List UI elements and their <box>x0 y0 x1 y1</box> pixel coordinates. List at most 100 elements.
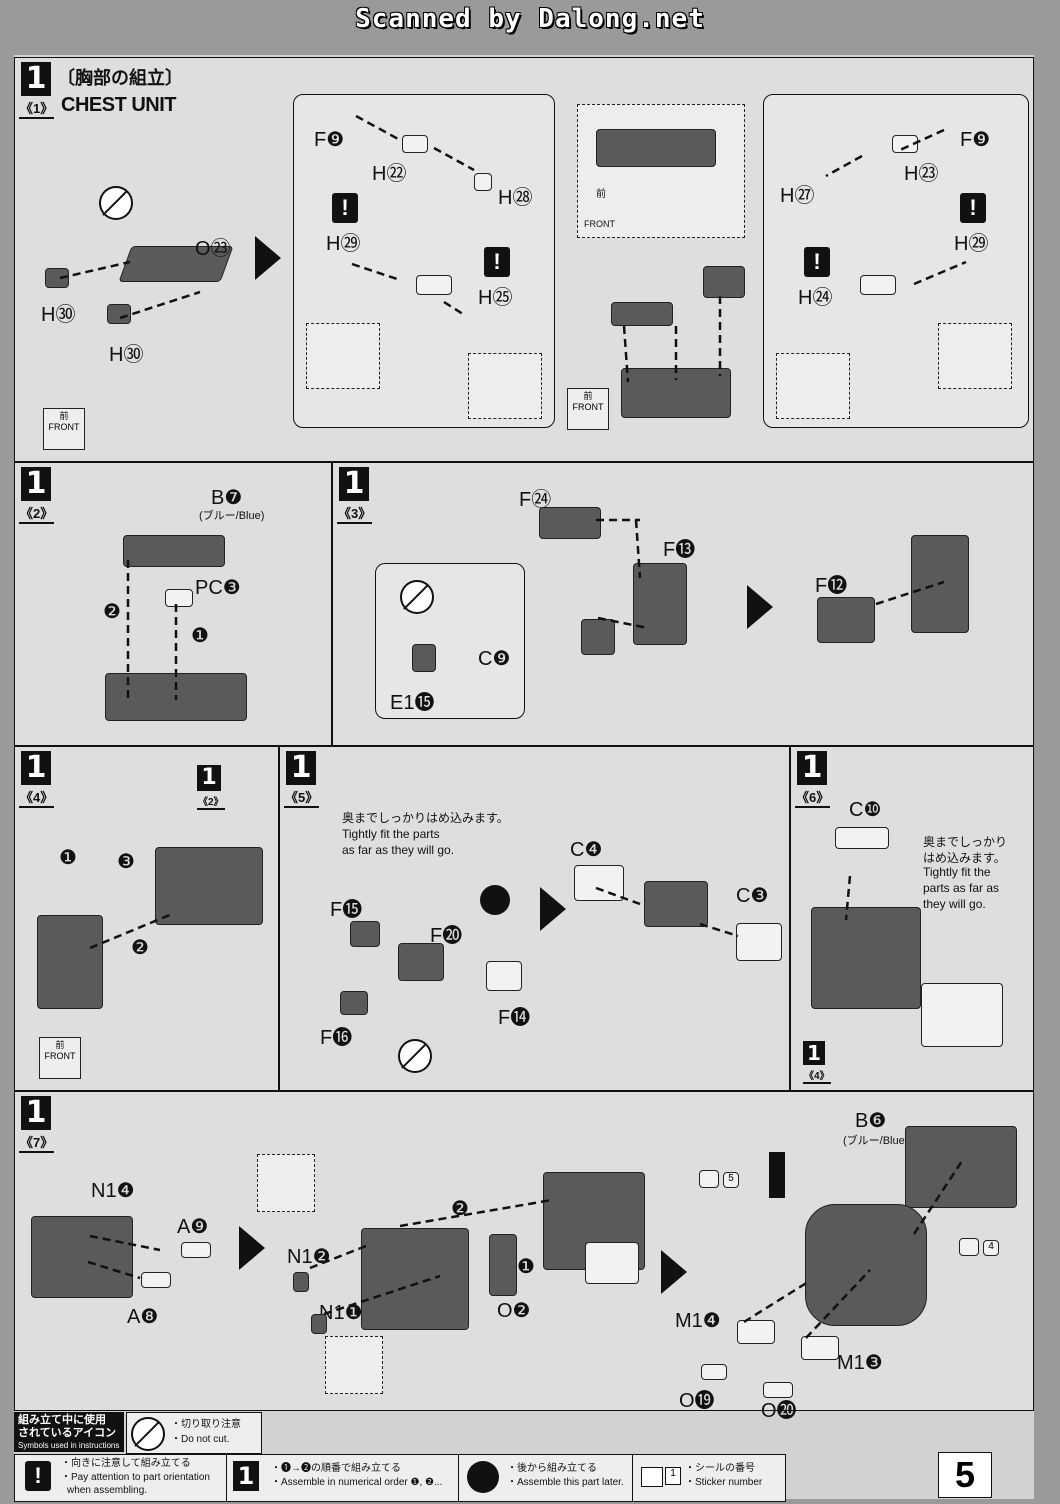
detail-inset <box>776 353 850 419</box>
warning-icon: ! <box>804 247 830 277</box>
warning-icon: ! <box>332 193 358 223</box>
label-h29: H㉙ <box>954 233 989 255</box>
f24-part <box>539 507 601 539</box>
step-number: 1 <box>21 467 51 501</box>
m13-part <box>801 1336 839 1360</box>
step-title-jp: 〔胸部の組立〕 <box>57 68 183 88</box>
legend-later: ・後から組み立てる ・Assemble this part later. <box>458 1454 634 1502</box>
label-m13: M1❸ <box>837 1352 883 1374</box>
step3-panel: 1 《3》 F㉔ F⓭ C❾ E1⓯ F⓬ <box>332 462 1034 746</box>
fit-note-en: as far as they will go. <box>342 843 455 857</box>
label-h28: H㉘ <box>498 187 533 209</box>
order-1: ❶ <box>517 1256 535 1278</box>
n12-part <box>293 1272 309 1292</box>
order-3: ❸ <box>117 851 135 873</box>
fit-note-en: Tightly fit the <box>923 865 991 879</box>
arm-joint-part <box>703 266 745 298</box>
assemble-later-icon <box>480 885 510 915</box>
step-sub-number: 《6》 <box>795 787 831 808</box>
h22-part <box>402 135 428 153</box>
label-e115: E1⓯ <box>390 692 435 714</box>
h28-part <box>474 173 492 191</box>
warning-icon: ! <box>25 1461 51 1491</box>
c9-runner-part <box>412 644 436 672</box>
label-c4: C❹ <box>570 839 603 861</box>
do-not-cut-icon <box>398 1039 432 1073</box>
step-number: 1 <box>286 751 316 785</box>
detail-inset <box>257 1154 315 1212</box>
fit-note-en: parts as far as <box>923 881 1000 895</box>
reference-sub-number: 《2》 <box>197 793 225 810</box>
label-c9: C❾ <box>478 648 511 670</box>
label-m14: M1❹ <box>675 1310 721 1332</box>
chest-block-part <box>155 847 263 925</box>
b6-part <box>905 1126 1017 1208</box>
step-sub-number: 《4》 <box>19 787 55 808</box>
detail-inset <box>938 323 1012 389</box>
head-lower-part <box>585 1242 639 1284</box>
order-2: ❷ <box>451 1198 469 1220</box>
o2-part <box>489 1234 517 1296</box>
sticker-number: 4 <box>983 1240 999 1256</box>
label-n12: N1❷ <box>287 1246 331 1268</box>
fit-note-jp: 奥までしっかりはめ込みます。 <box>342 811 509 825</box>
detail-inset <box>468 353 542 419</box>
step-sub-number: 《3》 <box>337 503 373 524</box>
small-part <box>581 619 615 655</box>
step-number: 1 <box>21 751 51 785</box>
order-2: ❷ <box>131 937 149 959</box>
m14-part <box>737 1320 775 1344</box>
o20-part <box>763 1382 793 1398</box>
label-f9: F❾ <box>960 129 991 151</box>
label-h30a: H㉚ <box>41 304 76 326</box>
o19-part <box>701 1364 727 1380</box>
sticker-strip <box>769 1152 785 1198</box>
label-a9: A❾ <box>177 1216 209 1238</box>
legend-order: 1 ・❶→❷の順番で組み立てる ・Assemble in numerical o… <box>226 1454 460 1502</box>
step-sub-number: 《5》 <box>284 787 320 808</box>
chest-assembly-part <box>621 368 731 418</box>
assemble-later-icon <box>467 1461 499 1493</box>
sticker-icon <box>959 1238 979 1256</box>
b7-color: (ブルー/Blue) <box>199 510 265 522</box>
f12-part <box>817 597 875 643</box>
order-1: ❶ <box>191 625 209 647</box>
label-h25: H㉕ <box>478 287 513 309</box>
scan-banner: Scanned by Dalong.net <box>355 4 705 34</box>
c4-part <box>574 865 624 901</box>
head-final-part <box>805 1204 927 1326</box>
h30-part <box>45 268 69 288</box>
joint-part <box>416 275 452 295</box>
detail-box-left: F❾ H㉒ H㉘ ! H㉙ ! H㉕ <box>293 94 555 428</box>
label-b7: B❼ <box>211 487 243 509</box>
label-c3: C❸ <box>736 885 769 907</box>
label-f15: F⓯ <box>330 899 363 921</box>
shoulder-part <box>37 915 103 1009</box>
label-h30b: H㉚ <box>109 344 144 366</box>
h23-part <box>892 135 918 153</box>
fit-note-en: Tightly fit the parts <box>342 827 440 841</box>
label-pc3: PC❸ <box>195 577 241 599</box>
frame-top-part <box>596 129 716 167</box>
c10-part <box>835 827 889 849</box>
fit-note-jp: はめ込みます。 <box>923 851 1006 865</box>
chest-base-part <box>105 673 247 721</box>
joint-part <box>860 275 896 295</box>
label-h27: H㉗ <box>780 185 815 207</box>
step-title-en: CHEST UNIT <box>61 94 177 116</box>
label-a8: A❽ <box>127 1306 159 1328</box>
do-not-cut-icon <box>400 580 434 614</box>
step-number: 1 <box>339 467 369 501</box>
step-number: 1 <box>797 751 827 785</box>
page-number: 5 <box>938 1452 992 1498</box>
legend-title-box: 組み立て中に使用 されているアイコン Symbols used in instr… <box>14 1412 124 1452</box>
step-sub-number: 《7》 <box>19 1132 55 1153</box>
sticker-icon <box>699 1170 719 1188</box>
step-sub-number: 《2》 <box>19 503 55 524</box>
n11-part <box>311 1314 327 1334</box>
h30-part-b <box>107 304 131 324</box>
b7-part <box>123 535 225 567</box>
